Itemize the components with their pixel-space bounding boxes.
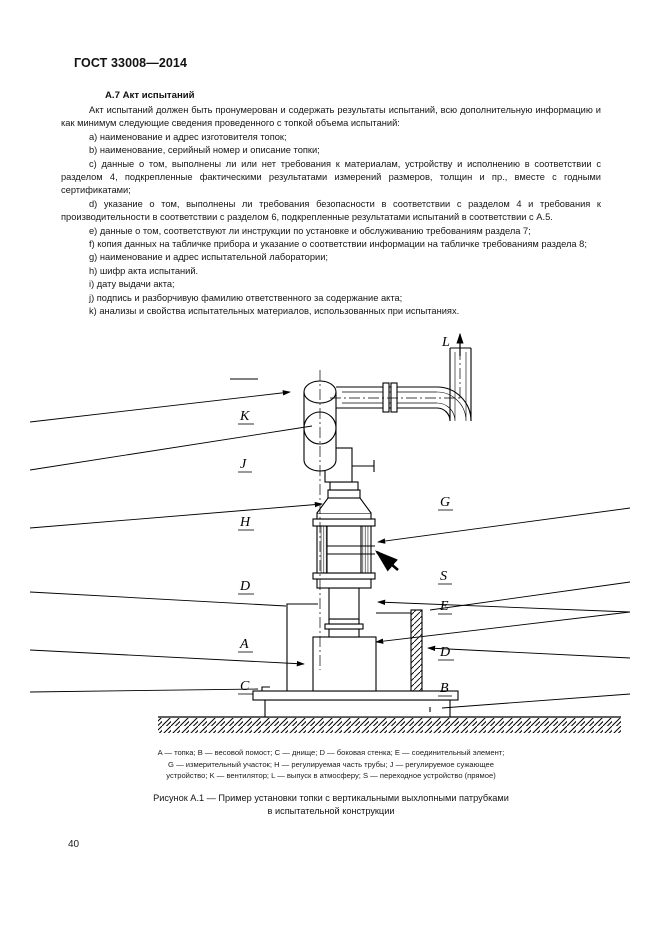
section-body: Акт испытаний должен быть пронумерован и… <box>61 104 601 319</box>
elbow-outer <box>436 348 472 422</box>
label-J: J <box>240 457 247 472</box>
leader-J <box>29 425 313 471</box>
page-number: 40 <box>68 839 80 850</box>
weighing-platform-B <box>264 699 451 718</box>
list-item-i: i) дату выдачи акта; <box>89 279 175 290</box>
connector-pipe-E <box>328 587 360 620</box>
label-K: K <box>239 409 250 424</box>
duct-flange-right <box>390 382 398 413</box>
list-item-b: b) наименование, серийный номер и описан… <box>89 145 320 156</box>
section-heading: А.7 Акт испытаний <box>105 90 195 101</box>
list-item-f: f) копия данных на табличке прибора и ук… <box>89 239 587 250</box>
list-item-a: a) наименование и адрес изготовителя топ… <box>89 131 287 142</box>
leader-D-right <box>427 645 631 659</box>
leader-G <box>377 507 631 544</box>
label-G: G <box>440 495 450 510</box>
leader-C <box>29 688 259 693</box>
paragraph-intro: Акт испытаний должен быть пронумерован и… <box>61 105 601 129</box>
side-wall-left-D <box>286 603 318 691</box>
caption-line-2: в испытательной конструкции <box>267 806 395 816</box>
leader-E <box>377 599 631 613</box>
label-H: H <box>239 515 251 530</box>
figure-legend: A — топка; B — весовой помост; C — днище… <box>131 747 531 782</box>
label-E: E <box>439 599 449 614</box>
list-item-c: c) данные о том, выполнены ли или нет тр… <box>61 158 601 196</box>
list-item-j: j) подпись и разборчивую фамилию ответст… <box>89 292 403 303</box>
side-wall-right-D <box>410 609 423 692</box>
label-D-right: D <box>439 645 450 660</box>
leader-K <box>29 390 291 423</box>
duct-flange-left <box>382 382 390 413</box>
label-S: S <box>440 569 447 584</box>
legend-line-3: устройство; K — вентилятор; L — выпуск в… <box>166 771 496 781</box>
list-item-d: d) указание о том, выполнены ли требован… <box>61 198 601 223</box>
label-B: B <box>440 681 449 696</box>
flow-arrow-indicator <box>375 550 399 572</box>
label-D-left: D <box>239 579 250 594</box>
list-item-h: h) шифр акта испытаний. <box>89 265 199 276</box>
leader-E2 <box>375 611 631 644</box>
list-item-e: e) данные о том, соответствуют ли инстру… <box>89 225 531 236</box>
label-A: A <box>239 637 249 652</box>
bottom-plate-C <box>252 690 459 701</box>
leader-D-left <box>29 591 287 607</box>
list-item-g: g) наименование и адрес испытательной ла… <box>89 252 328 263</box>
legend-line-2: G — измерительный участок; H — регулируе… <box>168 759 494 769</box>
leader-A <box>29 649 305 667</box>
label-C: C <box>240 679 250 694</box>
page-header-standard-number: ГОСТ 33008—2014 <box>74 56 188 70</box>
label-L: L <box>441 335 450 350</box>
list-item-k: k) анализы и свойства испытательных мате… <box>89 306 460 317</box>
adjustable-pipe-H-cone <box>316 497 372 514</box>
legend-line-1: A — топка; B — весовой помост; C — днище… <box>157 748 505 757</box>
ground-hatching <box>158 718 621 733</box>
caption-line-1: Рисунок А.1 — Пример установки топки с в… <box>153 793 509 803</box>
furnace-collar <box>328 628 360 638</box>
leader-B <box>441 693 631 709</box>
figure-a1-technical-drawing: K J H D A C L G S E D <box>0 330 661 740</box>
figure-caption: Рисунок А.1 — Пример установки топки с в… <box>131 792 531 818</box>
leader-S <box>429 581 631 611</box>
furnace-body-A <box>312 636 377 692</box>
elbow-inner <box>436 348 451 422</box>
leader-H <box>29 501 323 529</box>
